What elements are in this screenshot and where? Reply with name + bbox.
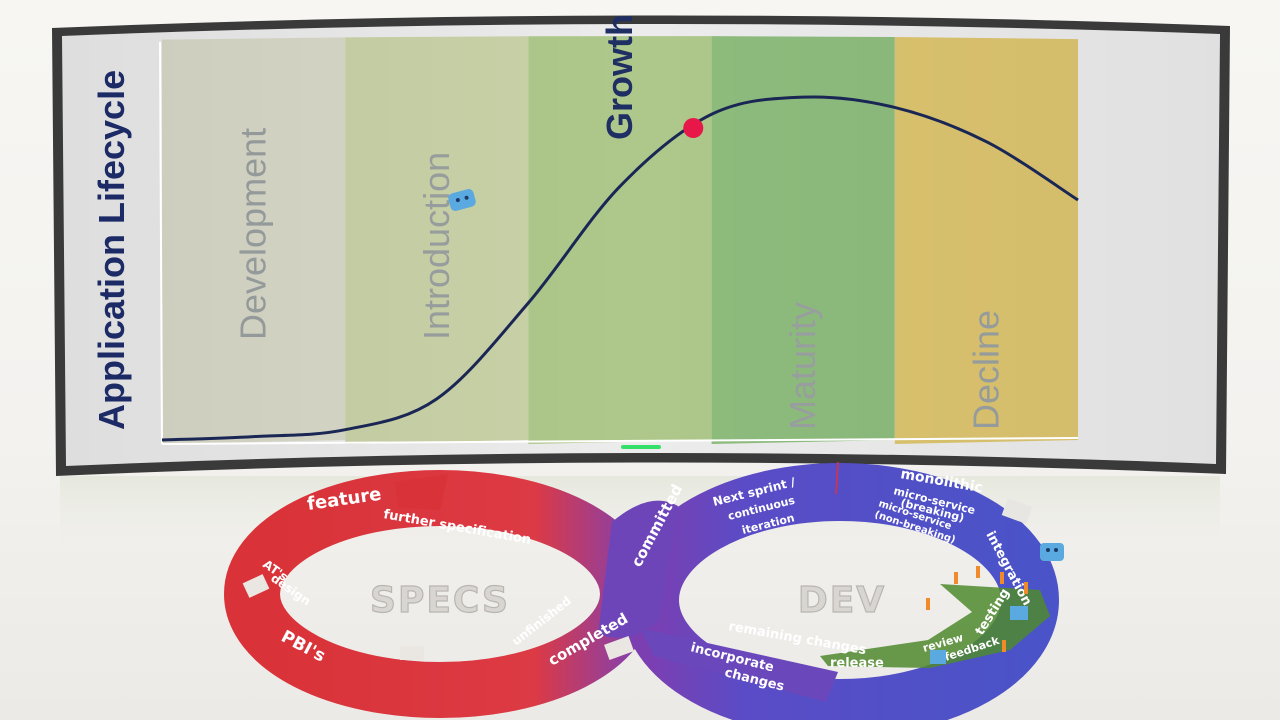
robot-eye xyxy=(1054,548,1058,552)
robot-icon xyxy=(1040,543,1064,561)
dev-token xyxy=(930,650,946,664)
stake xyxy=(1002,640,1006,652)
stake xyxy=(976,566,980,578)
stake xyxy=(1000,572,1004,584)
robot-eye xyxy=(1046,548,1050,552)
screen-shading xyxy=(62,24,1220,466)
specs-token xyxy=(400,646,424,660)
stake xyxy=(926,598,930,610)
current-position-marker xyxy=(683,118,703,138)
monitor: DevelopmentIntroductionGrowthMaturityDec… xyxy=(52,14,1230,476)
specs-hub-label: SPECS xyxy=(370,580,510,621)
dev-token xyxy=(1010,606,1028,620)
robot-body xyxy=(1040,543,1064,561)
stake xyxy=(1024,582,1028,594)
y-axis-title: Application Lifecycle xyxy=(91,70,132,430)
stake xyxy=(954,572,958,584)
monitor-power-led xyxy=(621,445,661,449)
dev-label-release: release xyxy=(830,656,884,671)
dev-hub-label: DEV xyxy=(798,580,886,621)
